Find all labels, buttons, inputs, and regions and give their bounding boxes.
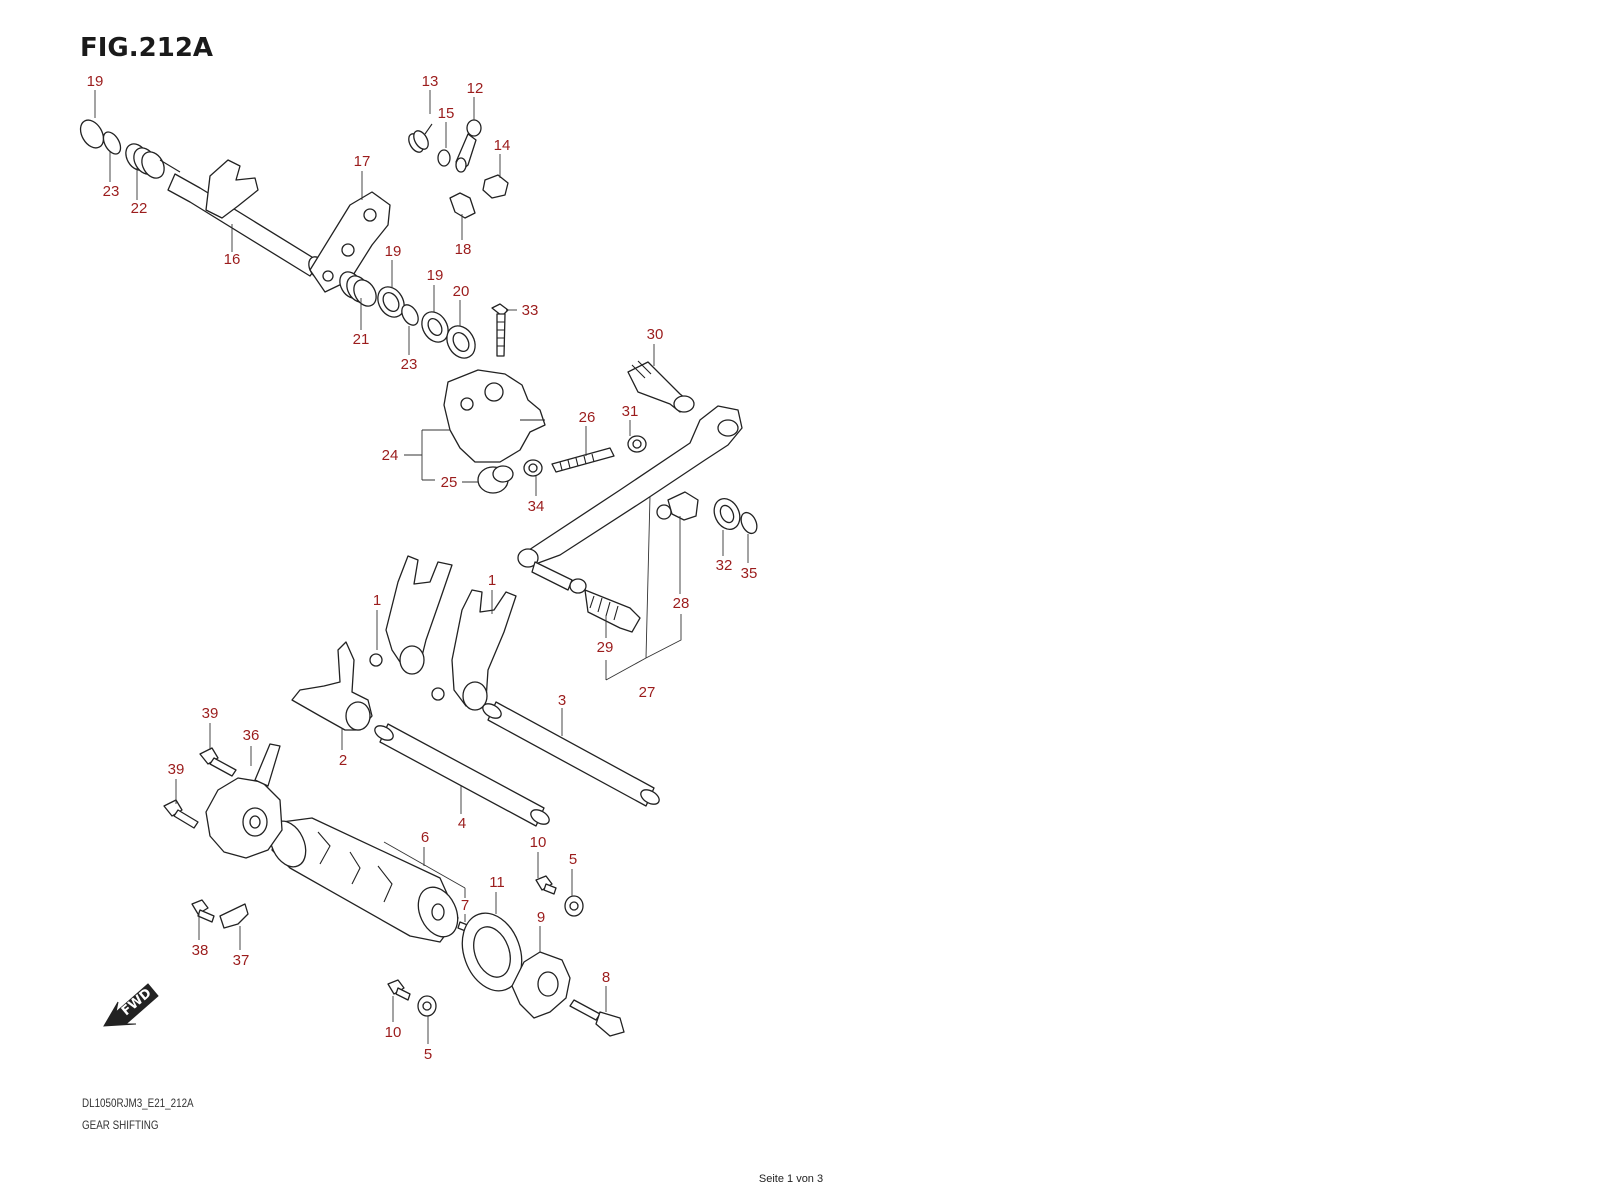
fwd-arrow-icon: FWD xyxy=(103,983,159,1027)
section-title: GEAR SHIFTING xyxy=(82,1118,159,1132)
callout-30: 30 xyxy=(647,326,664,343)
callout-23: 23 xyxy=(401,356,418,373)
page-footer: Seite 1 von 3 xyxy=(0,1173,1598,1185)
part-shift-lever xyxy=(517,405,743,633)
callout-39: 39 xyxy=(202,705,219,722)
parts-drawing: FWD xyxy=(79,119,758,1037)
callout-5: 5 xyxy=(569,851,577,868)
callout-19: 19 xyxy=(427,267,444,284)
part-shift-forks xyxy=(291,555,517,731)
callout-35: 35 xyxy=(741,565,758,582)
part-fork-shafts xyxy=(374,701,660,827)
part-plate-37 xyxy=(219,903,249,929)
callout-10: 10 xyxy=(385,1024,402,1041)
callout-28: 28 xyxy=(673,595,690,612)
callout-18: 18 xyxy=(455,241,472,258)
leader-lines xyxy=(94,90,749,1044)
callout-1: 1 xyxy=(373,592,381,609)
callout-4: 4 xyxy=(458,815,466,832)
page-number: Seite 1 von 3 xyxy=(758,1173,824,1185)
part-bolt-33 xyxy=(491,303,509,357)
part-shift-drum xyxy=(269,817,471,943)
callout-33: 33 xyxy=(522,302,539,319)
callout-22: 22 xyxy=(131,200,148,217)
part-small-hardware-top xyxy=(408,119,509,219)
callout-29: 29 xyxy=(597,639,614,656)
part-circlip-35 xyxy=(740,511,758,535)
part-tie-rod xyxy=(523,435,647,477)
callout-15: 15 xyxy=(438,105,455,122)
part-bolt-10-upper xyxy=(535,875,553,891)
part-bearing xyxy=(461,912,523,992)
callout-39: 39 xyxy=(168,761,185,778)
part-cam-stopper xyxy=(163,743,283,859)
callout-13: 13 xyxy=(422,73,439,90)
callout-25: 25 xyxy=(441,474,458,491)
callout-9: 9 xyxy=(537,909,545,926)
part-gearshift-cam xyxy=(511,951,625,1037)
callout-34: 34 xyxy=(528,498,545,515)
callout-37: 37 xyxy=(233,952,250,969)
callout-19: 19 xyxy=(385,243,402,260)
part-bolt-10-lower xyxy=(387,979,405,995)
callout-32: 32 xyxy=(716,557,733,574)
callout-labels: 19 23 22 16 13 15 12 14 18 17 19 19 20 2… xyxy=(87,73,758,1063)
callout-1: 1 xyxy=(488,572,496,589)
callout-36: 36 xyxy=(243,727,260,744)
callout-11: 11 xyxy=(489,874,505,891)
callout-21: 21 xyxy=(353,331,370,348)
callout-26: 26 xyxy=(579,409,596,426)
part-return-spring-washers xyxy=(339,271,476,359)
callout-23: 23 xyxy=(103,183,120,200)
figure-title: FIG.212A xyxy=(80,33,214,63)
part-bolt-38 xyxy=(191,899,209,915)
callout-27: 27 xyxy=(639,684,656,701)
model-code: DL1050RJM3_E21_212A xyxy=(82,1096,194,1110)
callout-10: 10 xyxy=(530,834,547,851)
callout-38: 38 xyxy=(192,942,209,959)
callout-24: 24 xyxy=(382,447,399,464)
callout-7: 7 xyxy=(461,897,469,914)
callout-3: 3 xyxy=(558,692,566,709)
callout-20: 20 xyxy=(453,283,470,300)
callout-6: 6 xyxy=(421,829,429,846)
callout-12: 12 xyxy=(467,80,484,97)
part-pivot-pin xyxy=(627,360,695,413)
part-switch-housing xyxy=(443,369,546,494)
callout-14: 14 xyxy=(494,137,511,154)
callout-5: 5 xyxy=(424,1046,432,1063)
callout-16: 16 xyxy=(224,251,241,268)
callout-17: 17 xyxy=(354,153,371,170)
callout-19: 19 xyxy=(87,73,104,90)
callout-8: 8 xyxy=(602,969,610,986)
callout-2: 2 xyxy=(339,752,347,769)
callout-31: 31 xyxy=(622,403,639,420)
